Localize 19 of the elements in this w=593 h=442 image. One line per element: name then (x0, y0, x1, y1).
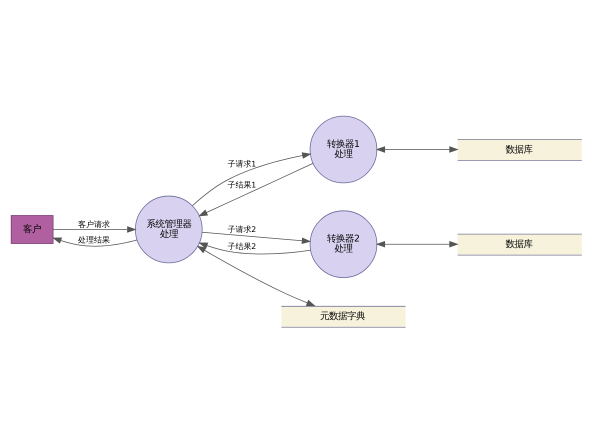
arrow (202, 231, 312, 244)
edge-label: 处理结果 (78, 235, 110, 244)
arrow (376, 146, 459, 152)
node-circle: 系统管理器 处理 (135, 195, 203, 263)
arrow (198, 242, 311, 254)
edge-label: 子结果2 (227, 241, 256, 250)
node-box: 客户 (10, 214, 54, 244)
arrow (52, 237, 138, 246)
edge-label: 子请求2 (227, 224, 256, 234)
node-circle: 转换器1 处理 (310, 115, 378, 183)
arrow (52, 226, 136, 232)
edge-label: 客户请求 (78, 220, 110, 229)
arrow (376, 240, 459, 247)
arrow (198, 162, 314, 216)
edge-label: 子请求1 (227, 159, 256, 168)
arrow (192, 152, 312, 206)
node-circle: 转换器2 处理 (310, 210, 378, 278)
arrow (196, 245, 316, 306)
edge-label: 子结果1 (227, 180, 256, 190)
